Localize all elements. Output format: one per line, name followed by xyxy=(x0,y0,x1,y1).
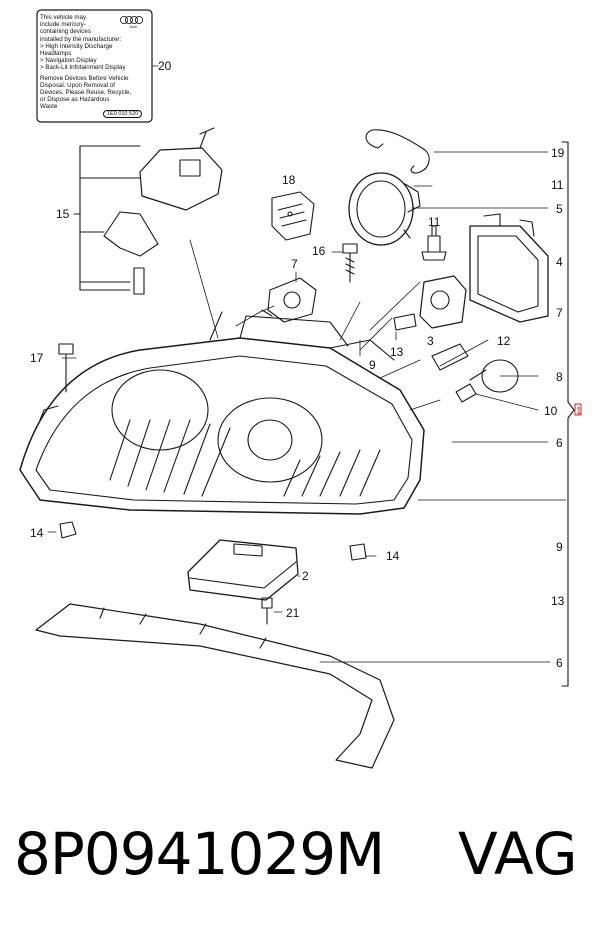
adjust-motor-7 xyxy=(261,277,317,323)
leader-lines xyxy=(47,65,567,663)
sticker-text: This vehicle may include mercury- contai… xyxy=(40,14,152,111)
sticker-line: > High Intensity Discharge xyxy=(40,42,113,50)
sticker-line: or Dispose as Hazardous xyxy=(40,96,110,104)
callout-labels: 20 19 11 5 18 11 16 4 15 7 7 17 9 13 3 1… xyxy=(30,59,582,670)
cover-cap-5 xyxy=(348,172,421,246)
bulb-11 xyxy=(421,225,447,261)
sticker-line: Devices, Please Reuse, Recycle, xyxy=(40,89,132,97)
callout-7b: 7 xyxy=(556,306,563,320)
screw-17 xyxy=(58,343,74,393)
callout-18: 18 xyxy=(282,173,296,187)
callout-14a: 14 xyxy=(30,526,44,540)
part-number: 8P0941029M xyxy=(14,820,385,888)
callout-3: 3 xyxy=(427,334,434,348)
callout-19: 19 xyxy=(551,146,565,160)
callout-10: 10 xyxy=(544,404,558,418)
callout-16: 16 xyxy=(312,244,326,258)
sticker-line: This vehicle may xyxy=(40,14,87,21)
group-bracket-15 xyxy=(73,145,141,291)
sticker-line: installed by the manufacturer: xyxy=(40,35,122,43)
sticker-line: containing devices xyxy=(40,28,91,36)
sticker-line: Disposal. Upon Removal of xyxy=(40,81,115,89)
sticker-line: Waste xyxy=(40,103,58,111)
callout-11b: 11 xyxy=(428,215,441,229)
brand-name: VAG xyxy=(458,820,578,888)
audi-logo-text: Audi xyxy=(129,25,136,29)
callout-8: 8 xyxy=(556,370,563,384)
sticker-line: include mercury- xyxy=(40,21,86,29)
callout-15: 15 xyxy=(56,207,70,221)
callout-1: 1 xyxy=(576,406,582,417)
callout-13a: 13 xyxy=(390,345,404,359)
callout-17: 17 xyxy=(30,351,44,365)
headlamp-housing xyxy=(19,311,425,515)
callout-20: 20 xyxy=(158,59,172,73)
connector-18 xyxy=(271,191,315,241)
sticker-line: Remove Devices Before Vehicle xyxy=(40,74,129,82)
sticker-line: > Back-Lit Infotainment Display xyxy=(40,64,126,72)
callout-6b: 6 xyxy=(556,656,563,670)
callout-7a: 7 xyxy=(291,257,298,271)
screw-16 xyxy=(342,243,358,283)
clip-14-left xyxy=(59,521,77,539)
housing-frame-4 xyxy=(469,213,549,323)
callout-21: 21 xyxy=(286,606,300,620)
callout-2: 2 xyxy=(302,569,309,583)
callout-6a: 6 xyxy=(556,436,563,450)
callout-11a: 11 xyxy=(551,178,564,192)
bracket-assembly-15 xyxy=(103,127,223,295)
footer: 8P0941029M VAG xyxy=(0,820,600,900)
retaining-clip-19 xyxy=(365,129,430,174)
control-unit-2 xyxy=(187,539,299,601)
callout-5: 5 xyxy=(556,202,563,216)
sticker-line: > Navigation Display xyxy=(40,57,97,65)
callout-9b: 9 xyxy=(556,540,563,554)
exploded-parts-diagram: 20 19 11 5 18 11 16 4 15 7 7 17 9 13 3 1… xyxy=(19,9,582,769)
sticker-line: Headlamps xyxy=(40,50,72,58)
audi-rings-logo: Audi xyxy=(120,16,143,29)
callout-13b: 13 xyxy=(551,594,565,608)
trim-strip-6 xyxy=(35,603,395,769)
callout-14b: 14 xyxy=(386,549,400,563)
right-group-bracket xyxy=(561,141,575,687)
sticker-code: 1E0 010 520 xyxy=(103,110,143,118)
screw-21 xyxy=(261,597,273,625)
igniter-3 xyxy=(393,275,467,331)
callout-marker-1 xyxy=(574,403,582,416)
bulb-12 xyxy=(431,343,469,371)
callout-12: 12 xyxy=(497,334,511,348)
callout-9a: 9 xyxy=(369,358,376,372)
clip-14-right xyxy=(349,543,367,561)
callout-4: 4 xyxy=(556,255,563,269)
bulb-10 xyxy=(455,383,477,403)
